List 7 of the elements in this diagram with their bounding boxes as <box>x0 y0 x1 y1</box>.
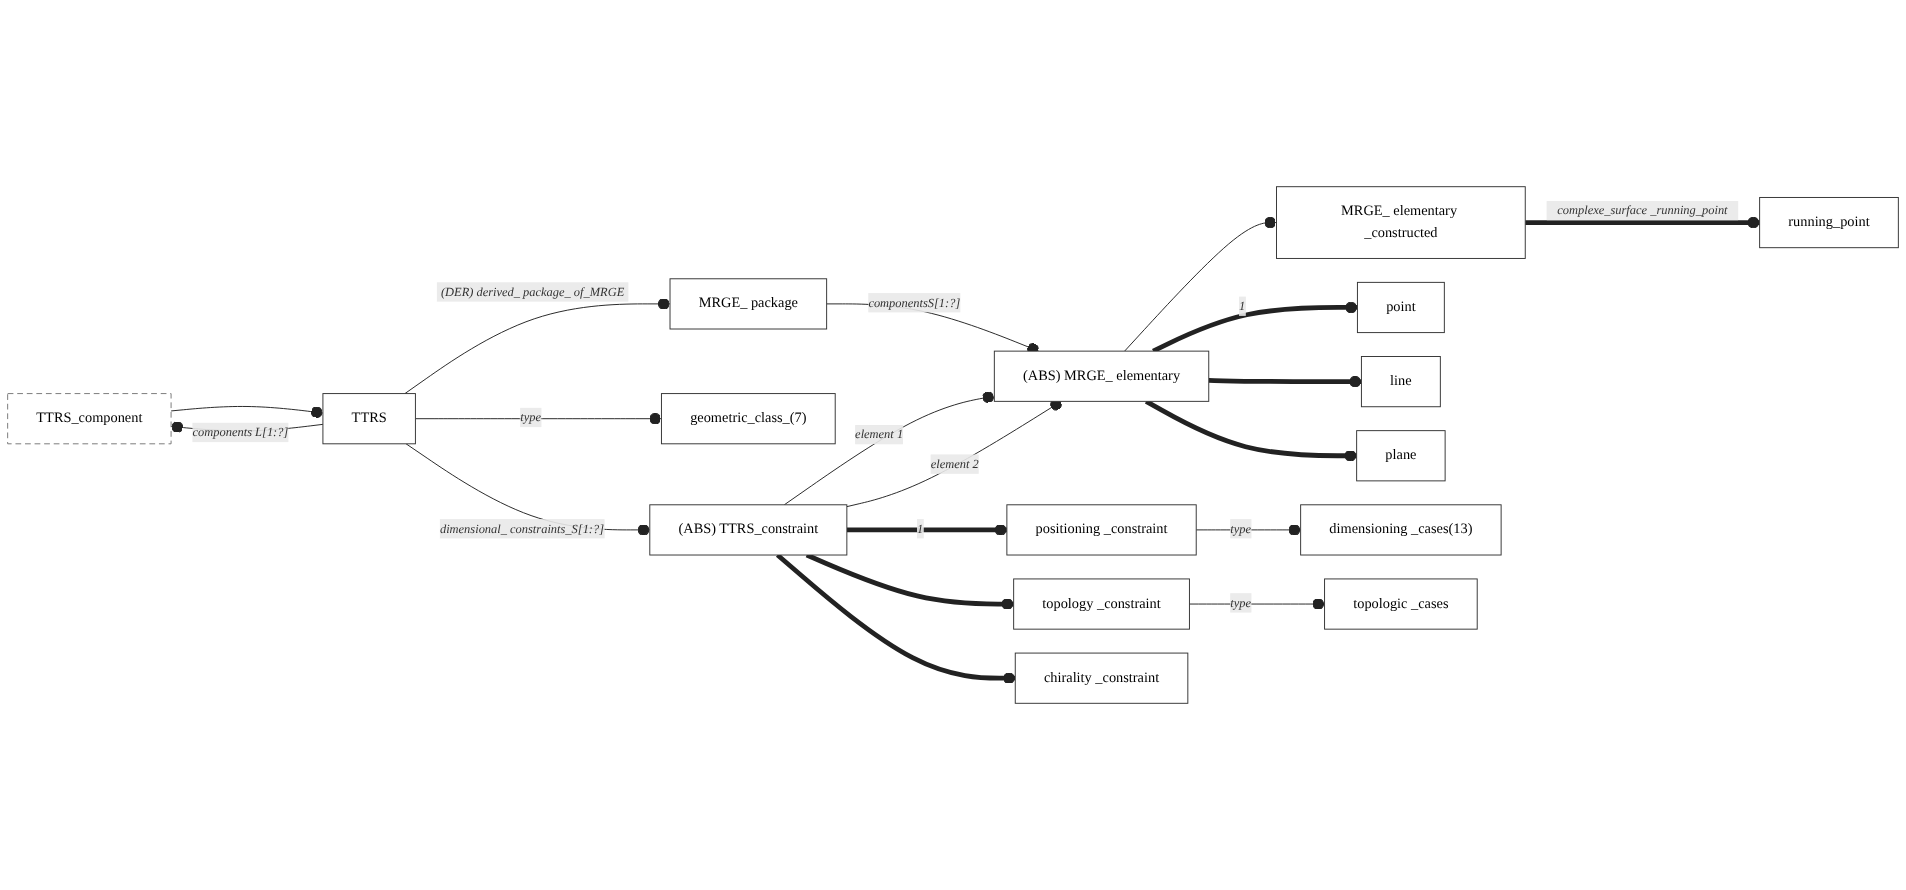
connector <box>1144 399 1357 462</box>
connector <box>1525 216 1760 229</box>
connector <box>1152 301 1358 354</box>
connector <box>775 553 1016 684</box>
connector <box>1208 375 1362 388</box>
connector <box>805 552 1014 610</box>
connector <box>846 524 1007 536</box>
